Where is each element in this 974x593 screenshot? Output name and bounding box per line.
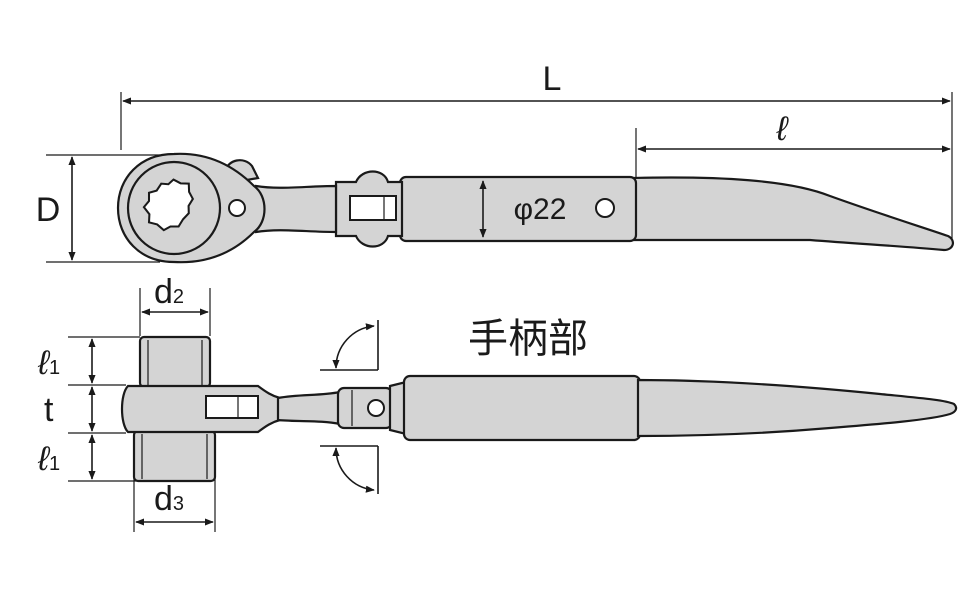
pin-hole — [595, 198, 615, 218]
ell1-bottom-sub: 1 — [49, 453, 60, 475]
head-diameter-label: D — [36, 191, 61, 229]
socket-d3-label: d3 — [154, 480, 184, 518]
handle-length-label: ℓ — [776, 110, 790, 148]
ell1-top-sub: 1 — [49, 357, 60, 379]
swivel-pin-hole — [367, 399, 385, 417]
ell1-top-label: ℓ1 — [37, 344, 60, 382]
socket-d3-sub: 3 — [173, 493, 184, 515]
ell1-bottom-main: ℓ — [37, 440, 51, 478]
handle-spike-side — [636, 378, 958, 438]
socket-d3-main: d — [154, 480, 173, 518]
side-view: d2 d3 ℓ1 t ℓ1 — [37, 273, 958, 532]
handle-caption: 手柄部 — [468, 317, 588, 361]
socket-d2-sub: 2 — [173, 286, 184, 308]
swivel-angle-arc-bottom — [332, 447, 375, 493]
lower-socket — [132, 429, 217, 483]
socket-d2-label: d2 — [154, 273, 184, 311]
upper-socket — [138, 335, 212, 389]
overall-length-label: L — [543, 60, 562, 98]
thickness-label: t — [44, 391, 54, 429]
grip-diameter-label: φ22 — [514, 193, 567, 226]
grip-tube-side — [402, 374, 642, 442]
socket-d2-main: d — [154, 273, 173, 311]
top-view: L ℓ D φ22 — [36, 60, 954, 264]
ell1-top-main: ℓ — [37, 344, 51, 382]
wrench-neck — [254, 184, 338, 234]
pawl-slot — [205, 395, 259, 419]
swivel-angle-arc-top — [332, 323, 375, 369]
twelve-point-socket — [142, 178, 195, 232]
collar-window — [349, 195, 397, 221]
ell1-bottom-label: ℓ1 — [37, 440, 60, 478]
wrench-neck-side — [276, 390, 342, 426]
handle-spike — [630, 176, 954, 252]
pawl-pin-hole — [228, 199, 246, 217]
